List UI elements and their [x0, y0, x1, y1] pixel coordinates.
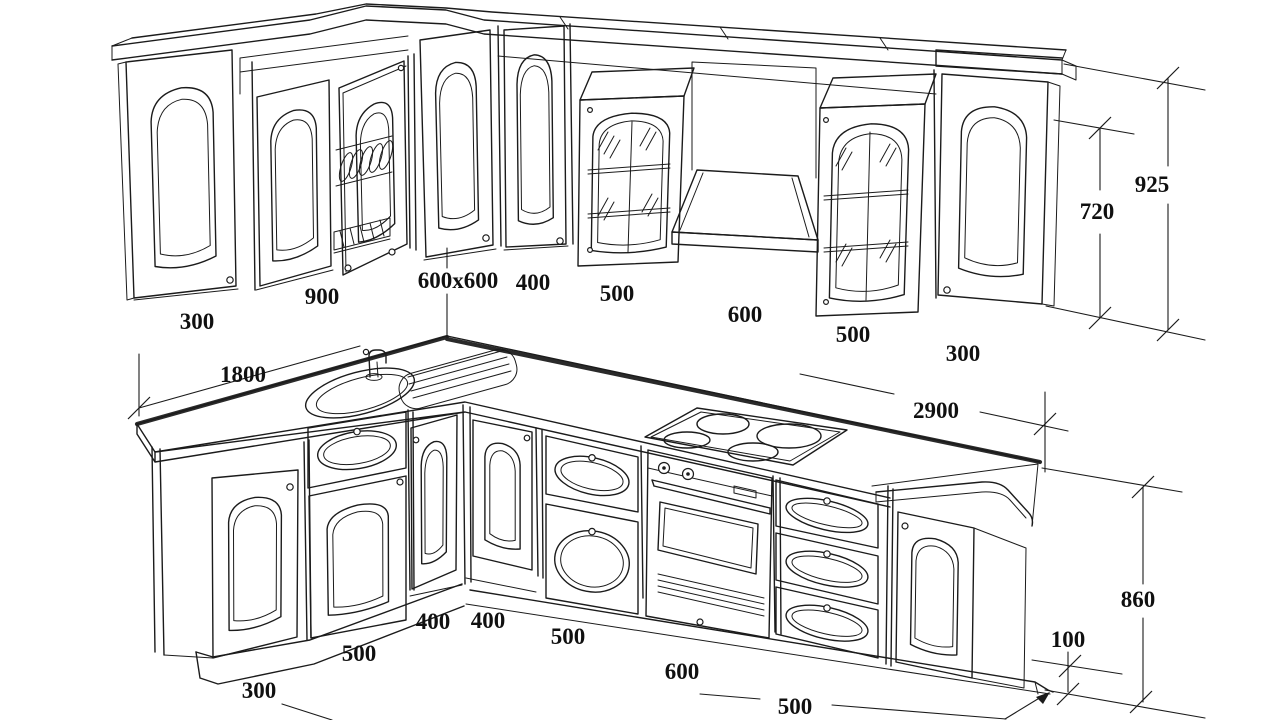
cornice: [111, 3, 1077, 81]
label-upper-900: 900: [305, 284, 340, 309]
upper-cabinets: [111, 3, 1077, 317]
base-drawers-right: [775, 477, 879, 659]
oven: [645, 449, 776, 639]
cooktop: [644, 407, 848, 466]
base-drawers-left: [545, 435, 644, 615]
label-1800: 1800: [220, 362, 266, 387]
soffit-line: [497, 55, 937, 95]
label-upper-left-end: 300: [180, 309, 215, 334]
label-upper-500-right: 500: [836, 322, 871, 347]
upper-left-end-cabinet: [117, 49, 239, 301]
label-plinth-100: 100: [1051, 627, 1086, 652]
label-upper-500-left: 500: [600, 281, 635, 306]
upper-corner-cabinet: [419, 25, 502, 261]
countertop: [134, 334, 1043, 527]
sink: [304, 348, 518, 419]
dimension-lines: [127, 63, 1206, 720]
label-height-925: 925: [1135, 172, 1170, 197]
upper-glass-cabinet-left: [577, 67, 695, 267]
label-upper-right-end: 300: [946, 341, 981, 366]
dimension-ticks: [127, 66, 1180, 714]
label-height-720: 720: [1080, 199, 1115, 224]
faucet: [362, 348, 387, 381]
base-sink-cabinet: [303, 411, 407, 641]
label-base-400-left: 400: [416, 609, 451, 634]
base-corner-door-left: [407, 409, 463, 597]
label-upper-corner: 600x600: [418, 268, 499, 293]
base-cabinets: [134, 334, 1054, 695]
label-upper-600: 600: [728, 302, 763, 327]
base-right-end-cabinet: [885, 485, 1027, 689]
plinth: [195, 583, 1054, 695]
label-base-300: 300: [242, 678, 277, 703]
upper-glass-cabinet-right: [815, 73, 937, 317]
upper-right-end-cabinet: [933, 49, 1063, 307]
upper-400-cabinet: [503, 23, 574, 251]
label-base-400-right: 400: [471, 608, 506, 633]
label-base-500-drawers-right: 500: [778, 694, 813, 719]
arrowhead: [1036, 692, 1050, 704]
base-left-end-cabinet: [151, 446, 299, 659]
base-corner-door-right: [465, 419, 544, 593]
range-hood: [671, 61, 819, 253]
label-base-500-sink: 500: [342, 641, 377, 666]
label-2900: 2900: [913, 398, 959, 423]
label-base-600-oven: 600: [665, 659, 700, 684]
base-corner-stile: [462, 404, 472, 585]
label-base-500-drawers-left: 500: [551, 624, 586, 649]
dimension-labels: 300 900 600x600 400 500 600 500 300 720 …: [180, 172, 1170, 719]
upper-900-cabinet: [239, 35, 417, 291]
label-upper-400: 400: [516, 270, 551, 295]
label-height-860: 860: [1121, 587, 1156, 612]
